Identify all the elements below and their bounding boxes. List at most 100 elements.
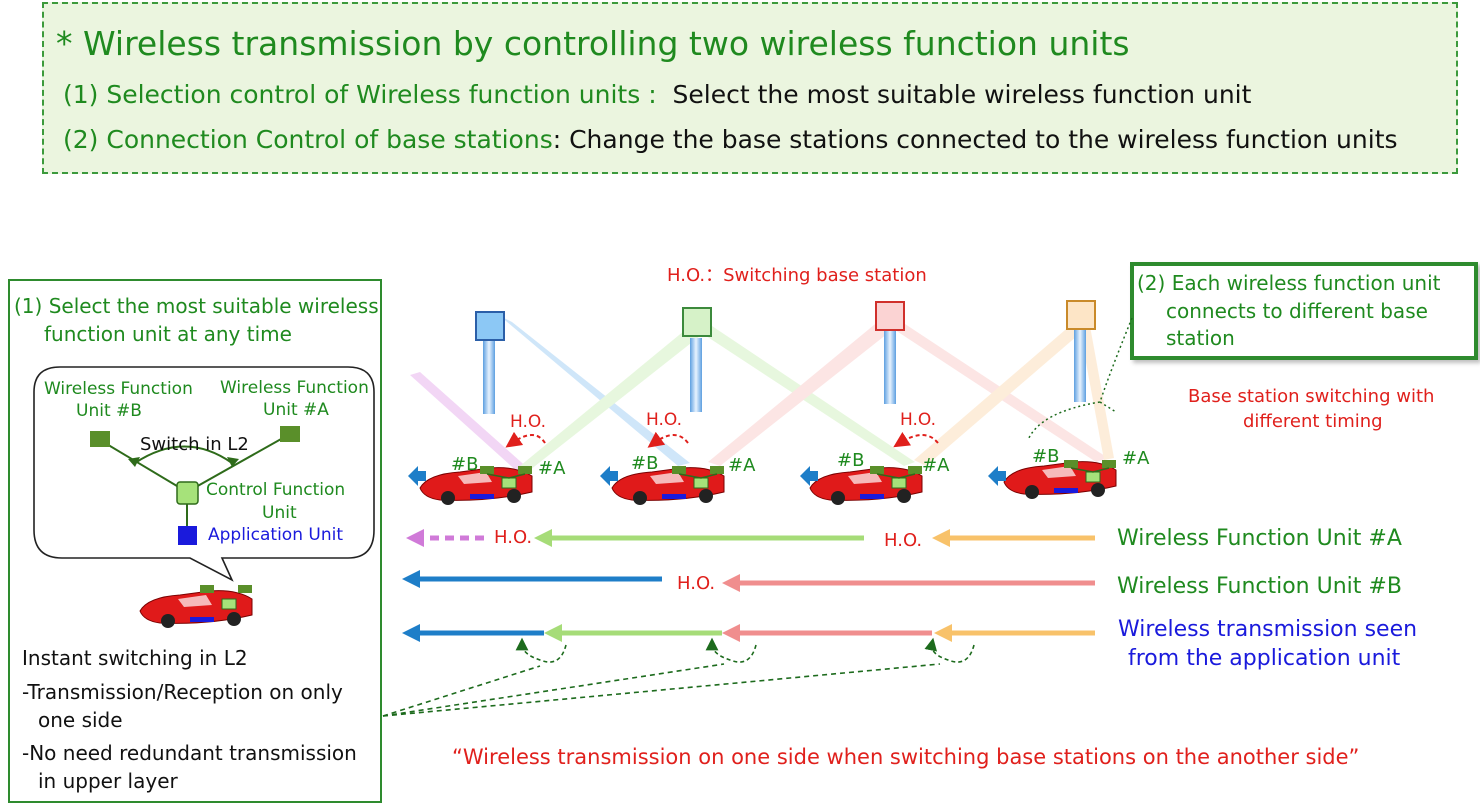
control-unit-label-line-1: Control Function (206, 480, 346, 500)
car-stripe (1054, 488, 1078, 493)
car-cockpit (1042, 466, 1076, 478)
bullet-2-line-1: -No need redundant transmission (22, 741, 357, 765)
row-application-arrows (402, 624, 1095, 642)
control-module (221, 598, 237, 610)
ho-label-row-b: H.O. (677, 573, 716, 594)
row-label-unit-b: Wireless Function Unit #B (1117, 574, 1402, 599)
direction-arrow-2 (600, 466, 618, 486)
unit-a-label-line-2: Unit #A (263, 400, 329, 420)
tag-b-car-3: #B (837, 450, 865, 471)
tag-a-car-2: #A (728, 455, 756, 476)
car-cockpit (458, 472, 492, 484)
ho-legend: H.O.：Switching base station (667, 265, 927, 286)
summary-line-2: (2) Connection Control of base stations:… (63, 125, 1398, 154)
magenta-arrowhead (406, 529, 424, 547)
unit-a-module (518, 466, 532, 474)
car-stripe (662, 494, 686, 499)
green-arrowhead-a (534, 529, 552, 547)
unit-a-label-line-1: Wireless Function (220, 378, 369, 398)
panel-heading-line-1: (1) Select the most suitable wireless (14, 294, 379, 318)
antenna-head (1066, 300, 1096, 330)
race-car-2 (611, 466, 725, 505)
control-module (501, 477, 517, 489)
bullet-2-line-2: in upper layer (38, 769, 178, 793)
module-wires (876, 473, 916, 479)
ho-label-car-3: H.O. (900, 410, 936, 430)
leader-line-1 (382, 665, 541, 717)
green-arrowhead-app (544, 624, 562, 642)
summary-title: * Wireless transmission by controlling t… (56, 24, 1130, 63)
unit-b-node (90, 431, 110, 447)
car-wheel (227, 612, 241, 626)
race-car-1 (419, 466, 533, 505)
orange-arrowhead-a (932, 529, 950, 547)
ho-label-row-a-2: H.O. (884, 530, 923, 551)
beam-bs1-b (500, 316, 690, 466)
car-stripe (470, 494, 494, 499)
bullet-title: Instant switching in L2 (22, 646, 248, 670)
speech-bubble (33, 366, 375, 582)
control-module (891, 477, 907, 489)
row-label-app-line-1: Wireless transmission seen (1118, 617, 1418, 642)
handover-arrow-2 (647, 431, 689, 448)
summary-line-1-text: Select the most suitable wireless functi… (672, 80, 1252, 109)
callout-line-1: (2) Each wireless function unit (1137, 271, 1441, 295)
mast (884, 330, 896, 404)
link-unit-b (99, 439, 188, 493)
handover-arrow-1 (505, 431, 546, 448)
base-station-3 (875, 301, 905, 404)
control-module (1085, 471, 1101, 483)
unit-a-node (280, 426, 300, 442)
summary-line-1-label: (1) Selection control of Wireless functi… (63, 80, 657, 109)
timing-note-line-1: Base station switching with (1188, 386, 1435, 407)
link-unit-a (186, 433, 291, 493)
callout-connector (1027, 317, 1133, 441)
row-unit-b-arrows (402, 570, 1095, 592)
tag-b-car-2: #B (631, 453, 659, 474)
switch-label: Switch in L2 (140, 434, 249, 455)
race-car-3 (809, 466, 923, 505)
car-cockpit (178, 595, 212, 607)
beam-bs3-a (708, 320, 892, 466)
row-label-app-line-2: from the application unit (1128, 646, 1401, 671)
blue-arrowhead-b (402, 570, 420, 588)
car-cockpit (848, 472, 882, 484)
switch-arc (134, 445, 233, 464)
mast (1074, 330, 1086, 402)
base-station-2 (682, 307, 712, 412)
car-wheel (699, 489, 713, 503)
car-wheel (507, 489, 521, 503)
bullet-1-line-1: -Transmission/Reception on only (22, 680, 343, 704)
race-car-panel (139, 585, 253, 628)
antenna-head (875, 301, 905, 331)
unit-a-module (238, 585, 252, 593)
switch-loop-2 (705, 637, 757, 663)
car-cockpit (650, 472, 684, 484)
unit-a-module (710, 466, 724, 474)
timing-note-line-2: different timing (1243, 411, 1383, 432)
car-wheel (441, 491, 455, 505)
summary-box (42, 2, 1458, 174)
switch-arc-head-right (227, 457, 239, 467)
car-stripe (190, 617, 214, 622)
callout-line-3: station (1166, 326, 1235, 350)
summary-line-2-text: : Change the base stations connected to … (552, 125, 1398, 154)
callout-connector-tail (1099, 401, 1117, 413)
radio-beams (410, 316, 1114, 474)
switch-loop-1 (515, 637, 567, 663)
beam-bs4-b (1080, 326, 1114, 460)
unit-b-module (1064, 460, 1078, 468)
direction-arrow-1 (408, 466, 426, 486)
summary-line-1: (1) Selection control of Wireless functi… (63, 80, 1251, 109)
leader-line-3 (382, 663, 941, 717)
unit-b-module (200, 585, 214, 593)
direction-arrow-4 (988, 466, 1006, 486)
tag-a-car-3: #A (922, 455, 950, 476)
l2-switch-diagram (33, 366, 375, 582)
car-wheel (161, 614, 175, 628)
unit-b-label-line-2: Unit #B (76, 401, 142, 421)
unit-a-module (1102, 460, 1116, 468)
base-station-1 (475, 311, 505, 414)
unit-b-label-line-1: Wireless Function (44, 379, 193, 399)
